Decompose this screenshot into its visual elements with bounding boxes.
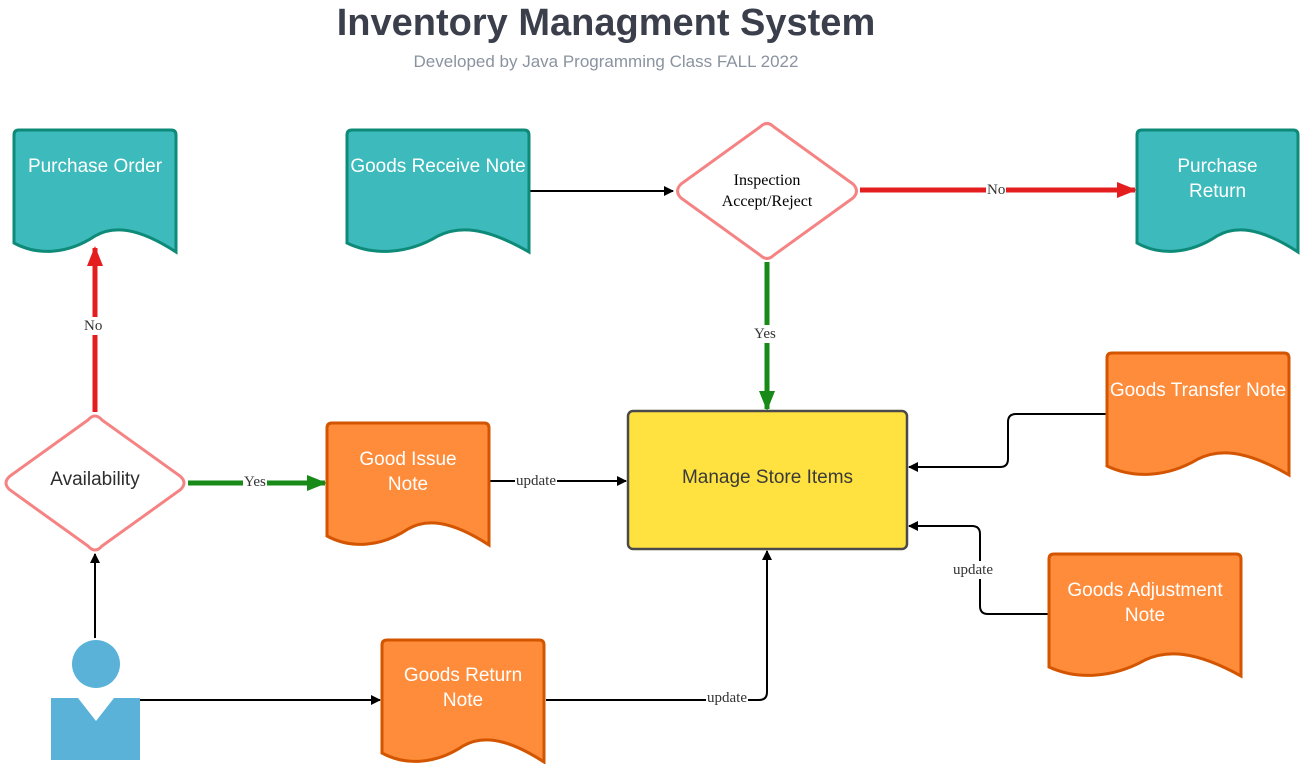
- goods-adjustment-note-label: Goods Adjustment Note: [1067, 580, 1223, 626]
- goods-return-note-shape: [380, 638, 546, 764]
- goods-return-note-label: Goods Return Note: [403, 665, 523, 711]
- goods-receive-note-label: Goods Receive Note: [350, 156, 526, 177]
- goods-transfer-note-label: Goods Transfer Note: [1109, 380, 1287, 401]
- purchase-order-label: Purchase Order: [27, 156, 163, 177]
- purchase-order-shape: [12, 128, 178, 255]
- availability-label: Availability: [50, 469, 140, 490]
- goods-adjustment-note-shape: [1047, 552, 1243, 679]
- edge-goods-return-to-manage-store: [546, 550, 772, 701]
- diagram-title: Inventory Managment System: [336, 2, 876, 44]
- inspection-diamond: [676, 122, 858, 260]
- edge-label-inspection-yes: Yes: [753, 325, 777, 343]
- user-icon: [51, 640, 140, 760]
- edge-transfer-to-manage-store: [908, 413, 1107, 472]
- edge-label-issue-update: update: [515, 472, 557, 490]
- availability-diamond: [4, 414, 186, 552]
- goods-transfer-note-shape: [1105, 351, 1291, 478]
- edge-label-inspection-no: No: [986, 181, 1007, 199]
- edge-label-return-update: update: [706, 689, 748, 707]
- good-issue-note-shape: [325, 421, 491, 548]
- purchase-return-shape: [1135, 128, 1300, 255]
- edges: [87, 182, 1137, 705]
- diagram-subtitle: Developed by Java Programming Class FALL…: [413, 52, 799, 71]
- goods-receive-note-shape: [345, 128, 531, 255]
- edge-label-availability-yes: Yes: [243, 473, 267, 491]
- edge-label-adjustment-update: update: [952, 561, 994, 579]
- purchase-return-label: Purchase Return: [1177, 156, 1258, 202]
- edge-label-availability-no: No: [83, 317, 104, 335]
- inspection-label: Inspection Accept/Reject: [721, 172, 813, 210]
- good-issue-note-label: Good Issue Note: [359, 449, 457, 495]
- manage-store-items-label: Manage Store Items: [681, 467, 854, 488]
- manage-store-items-box: [626, 409, 909, 551]
